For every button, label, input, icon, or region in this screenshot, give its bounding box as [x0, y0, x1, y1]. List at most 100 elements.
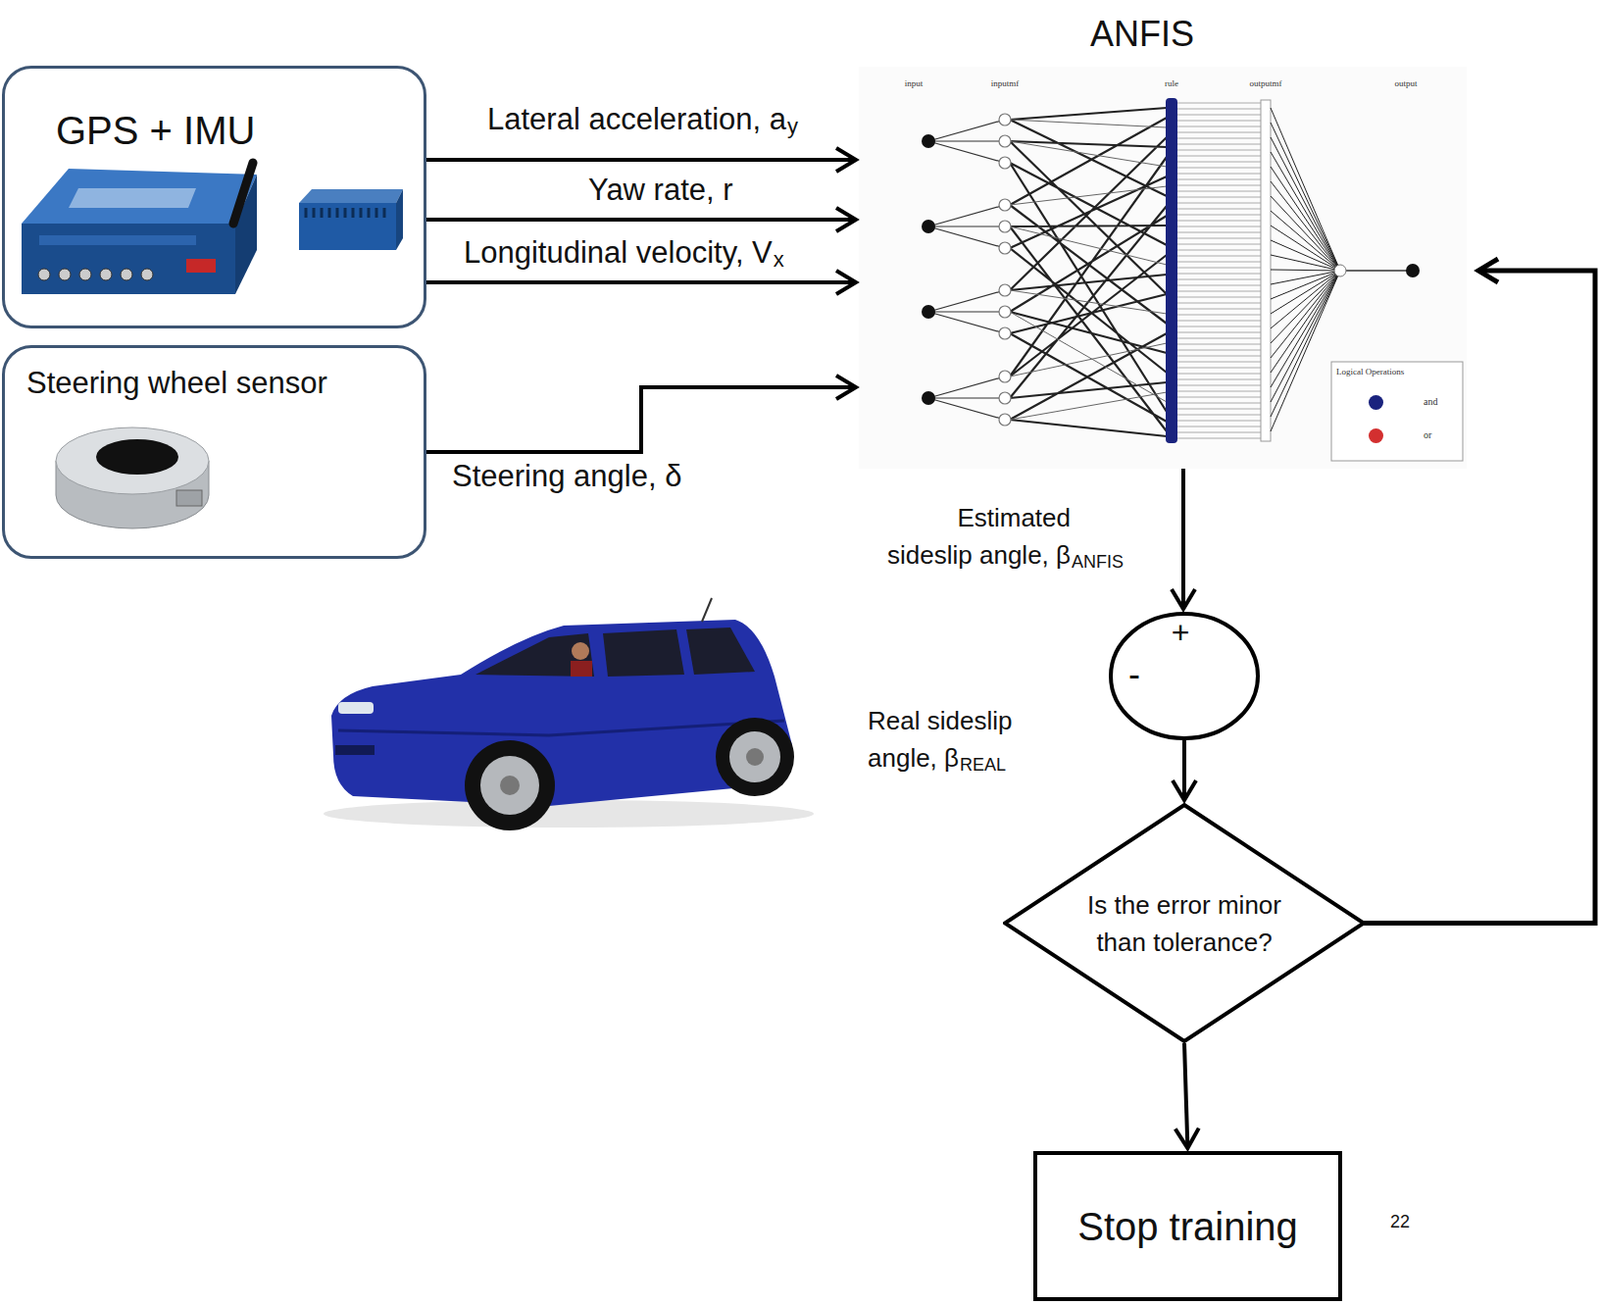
anfis-network-picture-part [1340, 269, 1413, 272]
connector-line [1182, 740, 1187, 799]
annotation-label: Real sideslip angle, β [867, 701, 1045, 777]
annotation-label: outputmf [1250, 78, 1283, 89]
subscript: REAL [959, 755, 1006, 774]
input-box: GPS + IMU [1, 65, 427, 329]
connector-arrow [1175, 1043, 1200, 1149]
car-illustration-part [746, 748, 764, 766]
imu-unit-part [396, 189, 403, 250]
gps-receiver-part [120, 268, 133, 281]
car-illustration-part [475, 633, 595, 677]
car-illustration-part [571, 642, 590, 660]
gps-receiver-part [233, 162, 253, 224]
car-illustration-part [335, 745, 375, 755]
anfis-network-picture-part-part [999, 392, 1011, 404]
annotation-label: rule [1164, 78, 1179, 89]
connector-arrow [1172, 740, 1197, 800]
anfis-network-picture-part [921, 391, 936, 405]
node-label: Is the error minor than tolerance? [1066, 886, 1302, 961]
connector-line [426, 217, 854, 222]
anfis-network-picture-part-part [999, 327, 1011, 340]
imu-unit-part [299, 202, 397, 250]
connector-line [1181, 468, 1186, 607]
annotation-label: output [1394, 78, 1417, 89]
anfis-network-picture-part-part [999, 284, 1011, 297]
connector-arrow [426, 270, 856, 295]
connector-line [1184, 1043, 1188, 1147]
car-illustration-part [338, 701, 374, 714]
annotation-label: input [904, 78, 924, 89]
anfis-network-picture-part [1009, 107, 1167, 437]
node-label: ANFIS [1090, 13, 1195, 54]
gps-receiver-part [21, 223, 236, 295]
subscript: x [773, 249, 785, 271]
anfis-network-picture-part [1405, 263, 1420, 278]
gps-receiver-part [79, 268, 92, 281]
arrow-head [836, 270, 856, 295]
anfis-network-picture-part [1260, 100, 1271, 442]
gps-receiver-part [68, 188, 197, 208]
annotation-label: inputmf [991, 78, 1020, 89]
node-label: - [1128, 653, 1141, 695]
anfis-network-picture-part-part [999, 199, 1011, 211]
car-illustration [323, 598, 814, 831]
imu-unit-part [305, 207, 385, 218]
anfis-network-picture-part-part [999, 242, 1011, 254]
connector-arrow [426, 207, 856, 232]
signal-label: Longitudinal velocity, V [463, 235, 773, 271]
annotation-label: 22 [1390, 1211, 1410, 1233]
junction-circle [1110, 613, 1258, 739]
car-illustration-part [480, 755, 540, 815]
anfis-network-picture-part [921, 304, 936, 319]
anfis-network-picture-part-part [999, 370, 1011, 383]
legend-label: and [1423, 396, 1438, 408]
signal-label: Estimated sideslip angle, β [876, 499, 1071, 574]
connector-line [426, 157, 854, 162]
summing-junction: +- [1108, 611, 1260, 741]
anfis-network: ANFIS [858, 66, 1476, 469]
anfis-network-picture-part-part [999, 113, 1011, 126]
car-illustration-part [715, 717, 795, 797]
legend-label: or [1423, 429, 1432, 442]
gps-receiver-part [186, 258, 216, 273]
diamond-shape [1004, 804, 1364, 1042]
anfis-network-picture-part [1165, 98, 1178, 444]
gps-receiver-part [141, 268, 153, 281]
node-label: Steering wheel sensor [26, 365, 328, 401]
anfis-network-picture-part [1009, 119, 1167, 420]
anfis-network-picture-part-part [999, 135, 1011, 148]
anfis-network-picture-part [921, 219, 936, 234]
connector-line [426, 387, 854, 452]
arrow-head [1171, 589, 1196, 609]
gps-receiver [21, 162, 257, 295]
car-illustration-part [464, 740, 555, 831]
connector-line [426, 280, 854, 285]
anfis-network-picture-part-part [999, 156, 1011, 169]
car-illustration-part [570, 660, 593, 677]
anfis-network-picture-part [858, 66, 1467, 469]
connector-arrow [426, 375, 856, 452]
sensor-box: Steering wheel sensor [1, 345, 427, 559]
legend-swatch [1368, 428, 1384, 444]
imu-unit-part [299, 189, 403, 203]
connector-arrow [1363, 258, 1596, 924]
subscript: ANFIS [1071, 552, 1124, 571]
anfis-network-picture-part [921, 134, 936, 149]
anfis-network-picture [858, 66, 1467, 469]
imu-unit [299, 189, 403, 250]
arrow-head [1478, 258, 1499, 283]
steering-sensor-part [176, 490, 202, 506]
signal-label: Yaw rate, r [588, 172, 734, 208]
arrow-head [1172, 780, 1197, 800]
gps-receiver-part [100, 268, 112, 281]
anfis-network-picture-part [999, 113, 1011, 426]
connector-arrow [426, 148, 856, 172]
anfis-network-picture-part [1270, 107, 1341, 432]
anfis-network-picture-part [1331, 361, 1463, 461]
car-illustration-part [729, 731, 781, 783]
car-illustration-part [686, 627, 755, 675]
node-label: GPS + IMU [55, 107, 255, 153]
car-illustration-part [338, 720, 785, 736]
signal-label: Steering angle, δ [451, 458, 682, 495]
